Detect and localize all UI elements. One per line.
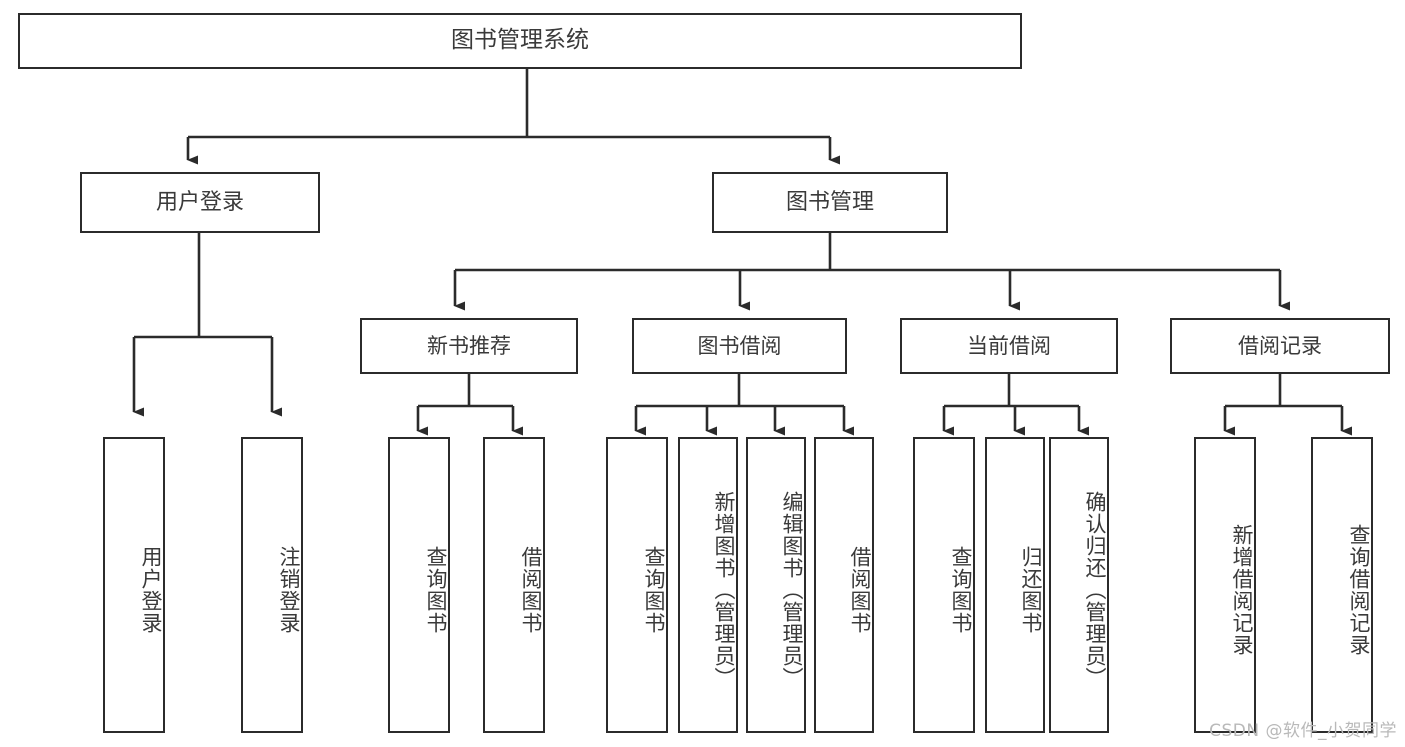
node-label: 借阅图书 <box>848 546 872 634</box>
node-label: 注销登录 <box>277 546 301 634</box>
node-label: 用户登录 <box>139 546 163 634</box>
node-label: 图书借阅 <box>697 333 782 358</box>
leaf-borrow-query-book[interactable]: 查询图书 <box>606 437 668 733</box>
leaf-current-confirm-return-admin[interactable]: 确认归还（管理员） <box>1049 437 1109 733</box>
leaf-current-return-book[interactable]: 归还图书 <box>985 437 1045 733</box>
node-label: 用户登录 <box>155 189 244 215</box>
node-label: 查询图书 <box>949 546 973 634</box>
node-label: 新书推荐 <box>427 333 511 358</box>
node-label: 新增借阅记录 <box>1230 524 1254 656</box>
leaf-current-query-book[interactable]: 查询图书 <box>913 437 975 733</box>
node-current-borrow[interactable]: 当前借阅 <box>900 318 1118 374</box>
leaf-recommend-borrow-book[interactable]: 借阅图书 <box>483 437 545 733</box>
node-borrow-record[interactable]: 借阅记录 <box>1170 318 1390 374</box>
node-label: 图书管理系统 <box>451 27 589 54</box>
node-label: 编辑图书（管理员） <box>780 491 804 689</box>
node-label: 查询图书 <box>424 546 448 634</box>
leaf-user-login-logout[interactable]: 注销登录 <box>241 437 303 733</box>
node-label: 查询图书 <box>642 546 666 634</box>
node-label: 归还图书 <box>1019 546 1043 634</box>
node-new-book-recommend[interactable]: 新书推荐 <box>360 318 578 374</box>
leaf-borrow-edit-book-admin[interactable]: 编辑图书（管理员） <box>746 437 806 733</box>
watermark-text: CSDN @软件_小贺同学 <box>1209 721 1397 741</box>
node-label: 新增图书（管理员） <box>712 491 736 689</box>
leaf-record-add-record[interactable]: 新增借阅记录 <box>1194 437 1256 733</box>
leaf-borrow-borrow-book[interactable]: 借阅图书 <box>814 437 874 733</box>
node-label: 借阅记录 <box>1238 333 1322 358</box>
node-label: 当前借阅 <box>967 333 1051 358</box>
node-label: 确认归还（管理员） <box>1083 491 1107 689</box>
leaf-recommend-query-book[interactable]: 查询图书 <box>388 437 450 733</box>
leaf-record-query-record[interactable]: 查询借阅记录 <box>1311 437 1373 733</box>
node-book-borrow[interactable]: 图书借阅 <box>632 318 847 374</box>
node-label: 图书管理 <box>785 189 874 215</box>
node-root-system[interactable]: 图书管理系统 <box>18 13 1022 69</box>
leaf-user-login-login[interactable]: 用户登录 <box>103 437 165 733</box>
leaf-borrow-add-book-admin[interactable]: 新增图书（管理员） <box>678 437 738 733</box>
node-book-management[interactable]: 图书管理 <box>712 172 948 233</box>
node-label: 借阅图书 <box>519 546 543 634</box>
node-user-login[interactable]: 用户登录 <box>80 172 320 233</box>
node-label: 查询借阅记录 <box>1347 524 1371 656</box>
